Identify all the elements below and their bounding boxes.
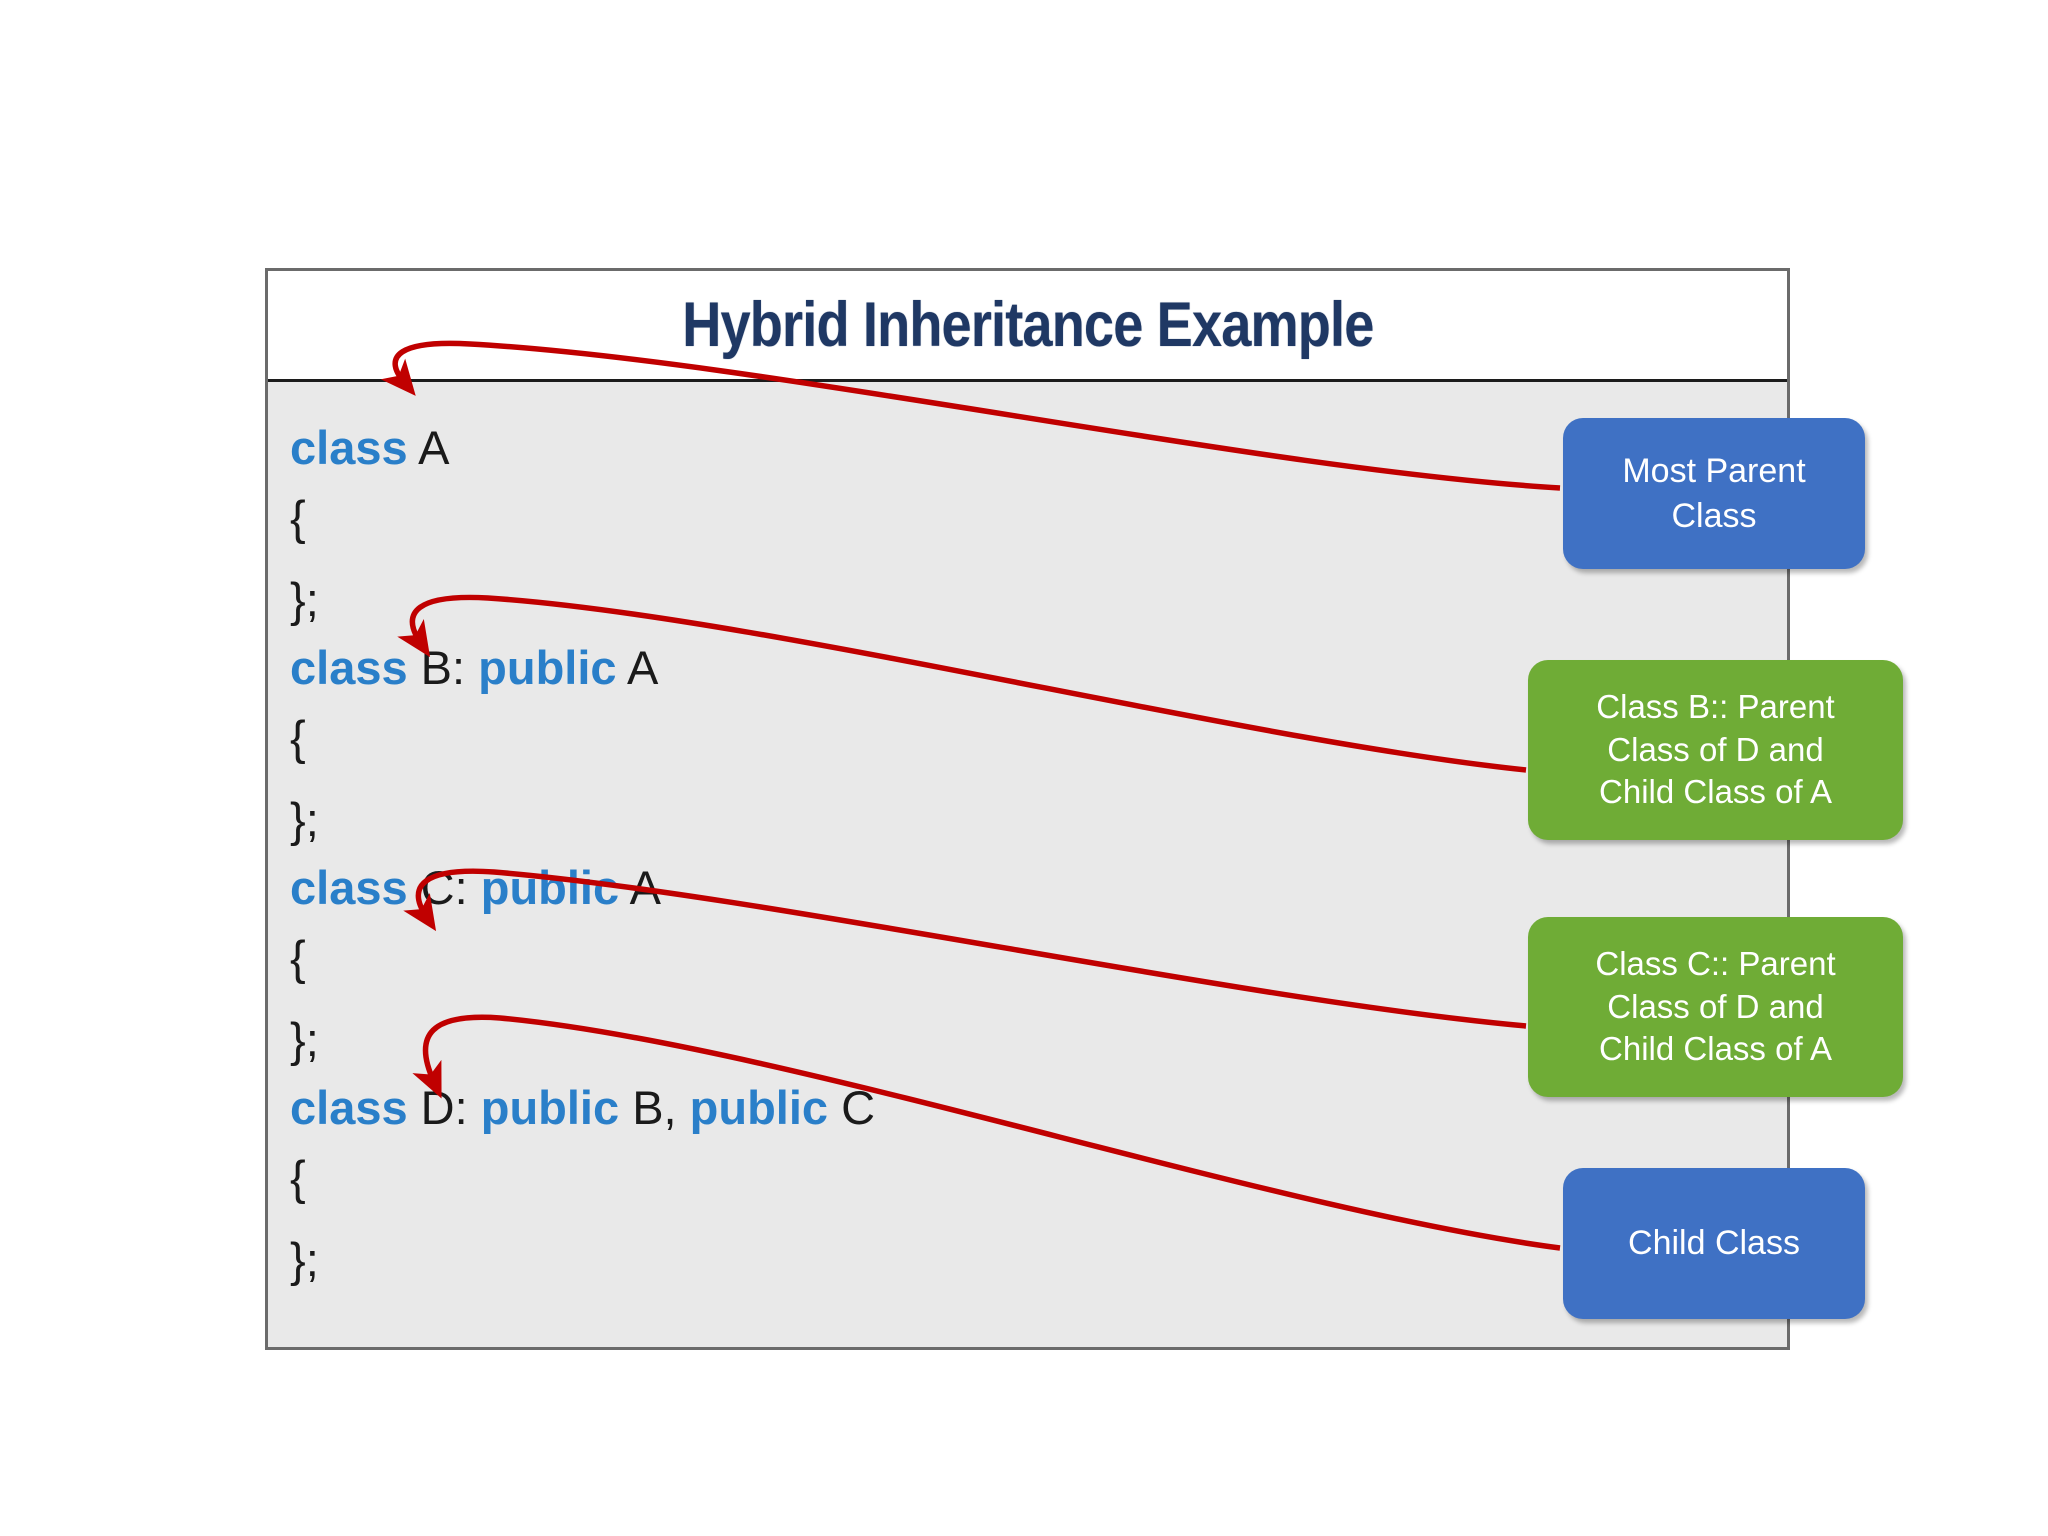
code-text: D: [407,1081,481,1134]
code-text: C: [407,861,481,914]
code-text: { [290,491,306,544]
code-text: A [619,861,661,914]
callout-line: Class of D and [1607,987,1824,1025]
code-text: B: [407,641,479,694]
code-line-2: }; [290,572,319,627]
code-text: A [407,421,450,474]
code-line-9: class D: public B, public C [290,1080,875,1135]
figure-title-bar: Hybrid Inheritance Example [268,271,1787,382]
code-keyword: public [480,1081,620,1134]
code-line-11: }; [290,1232,319,1287]
callout-line: Child Class [1628,1224,1800,1263]
callout-line: Class B:: Parent [1596,687,1835,725]
code-text: }; [290,1233,319,1286]
code-line-7: { [290,930,306,985]
code-keyword: class [290,861,408,914]
code-text: }; [290,1013,319,1066]
code-line-3: class B: public A [290,640,658,695]
callout-class-b-role: Class B:: Parent Class of D and Child Cl… [1528,660,1903,840]
code-keyword: public [478,641,617,694]
code-keyword: public [480,861,620,914]
code-keyword: class [290,1081,408,1134]
code-text: A [616,641,659,694]
code-text: C [828,1081,876,1134]
callout-line: Class [1671,496,1757,535]
code-text: { [290,711,306,764]
code-line-6: class C: public A [290,860,661,915]
code-line-10: { [290,1150,306,1205]
callout-line: Class C:: Parent [1595,944,1836,982]
code-line-8: }; [290,1012,319,1067]
code-keyword: public [689,1081,829,1134]
callout-class-c-role: Class C:: Parent Class of D and Child Cl… [1528,917,1903,1097]
code-block: class A {}; class B: public A {}; class C: p… [268,382,1787,1347]
callout-line: Class of D and [1607,730,1824,768]
code-text: { [290,931,306,984]
code-line-4: { [290,710,306,765]
code-line-5: }; [290,792,319,847]
code-text: B, [619,1081,690,1134]
callout-line: Child Class of A [1599,1030,1832,1068]
callout-line: Child Class of A [1599,773,1832,811]
code-text: }; [290,573,319,626]
code-text: }; [290,793,319,846]
code-text: { [290,1151,306,1204]
callout-line: Most Parent [1622,452,1806,491]
code-keyword: class [290,421,408,474]
page-title: Hybrid Inheritance Example [681,290,1374,360]
code-line-0: class A [290,420,449,475]
callout-most-parent-class: Most Parent Class [1563,418,1865,569]
code-keyword: class [290,641,408,694]
callout-child-class: Child Class [1563,1168,1865,1319]
code-line-1: { [290,490,306,545]
